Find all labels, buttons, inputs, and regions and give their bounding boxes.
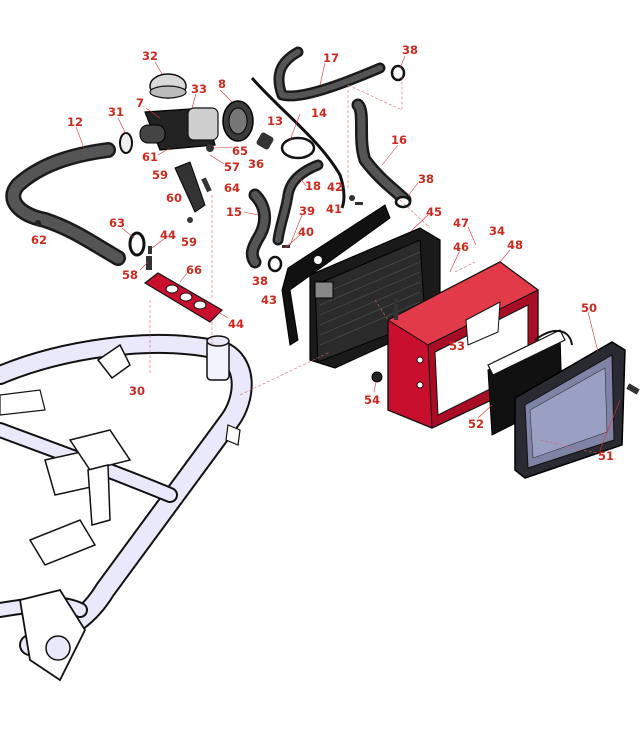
callout-18: 18: [305, 179, 321, 193]
callout-54: 54: [364, 393, 380, 407]
hose-18: [272, 159, 324, 246]
hose-12: [5, 142, 126, 266]
assembly-guides: [149, 75, 606, 456]
radiator-shroud: [281, 204, 391, 346]
callout-8: 8: [218, 77, 226, 91]
callout-17: 17: [323, 51, 339, 65]
hose-15: [245, 188, 272, 269]
hose-17: [273, 46, 386, 102]
callout-41: 41: [326, 202, 342, 216]
hose-13: [280, 136, 316, 160]
callout-45: 45: [426, 205, 442, 219]
callout-44b: 44: [228, 317, 244, 331]
callout-38: 38: [402, 43, 418, 57]
callout-51: 51: [598, 449, 614, 463]
callout-42: 42: [327, 180, 343, 194]
leader-lines: [75, 55, 621, 451]
callout-59b: 59: [181, 235, 197, 249]
callout-38c: 38: [252, 274, 268, 288]
callout-66: 66: [186, 263, 202, 277]
callout-36: 36: [248, 157, 264, 171]
callout-15: 15: [226, 205, 242, 219]
callout-labels: 32 33 8 7 31 12 61 65 57 36 59 64 60 62 …: [31, 43, 614, 463]
screen-52: [487, 329, 573, 436]
callout-52: 52: [468, 417, 484, 431]
callout-58: 58: [122, 268, 138, 282]
callout-40: 40: [298, 225, 314, 239]
door-50: [514, 341, 626, 479]
callout-34: 34: [489, 224, 505, 238]
callout-53: 53: [449, 339, 465, 353]
callout-57: 57: [224, 160, 240, 174]
callout-33: 33: [191, 82, 207, 96]
callout-43: 43: [261, 293, 277, 307]
callout-47: 47: [453, 216, 469, 230]
callout-61: 61: [142, 150, 158, 164]
callout-48: 48: [507, 238, 523, 252]
callout-39: 39: [299, 204, 315, 218]
callout-31: 31: [108, 105, 124, 119]
callout-13: 13: [267, 114, 283, 128]
callout-38b: 38: [418, 172, 434, 186]
hose-14: [250, 77, 346, 209]
callout-63: 63: [109, 216, 125, 230]
callout-64: 64: [224, 181, 240, 195]
chassis-frame: [0, 334, 253, 682]
callout-62: 62: [31, 233, 47, 247]
callout-30: 30: [129, 384, 145, 398]
hose-16: [351, 98, 412, 207]
clamp-63: [128, 231, 152, 270]
callout-12: 12: [67, 115, 83, 129]
callout-59: 59: [152, 168, 168, 182]
callout-65: 65: [232, 144, 248, 158]
callout-50: 50: [581, 301, 597, 315]
air-cleaner-assembly: [119, 73, 274, 223]
callout-16: 16: [391, 133, 407, 147]
callout-60: 60: [166, 191, 182, 205]
gasket-plate-66: [143, 272, 223, 323]
callout-7: 7: [136, 96, 144, 110]
callout-32: 32: [142, 49, 158, 63]
callout-44: 44: [160, 228, 176, 242]
callout-14: 14: [311, 106, 327, 120]
callout-46: 46: [453, 240, 469, 254]
